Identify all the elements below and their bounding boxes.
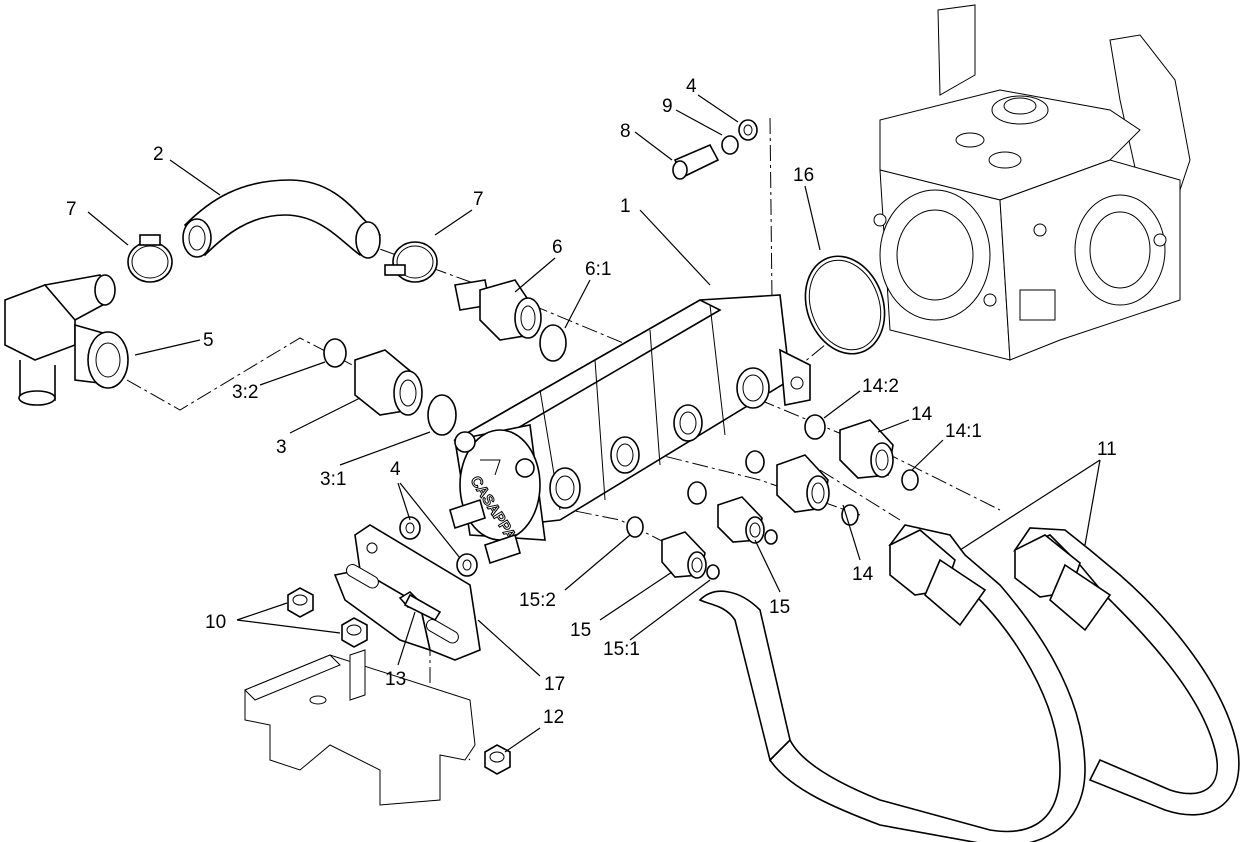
callout-8: 8 — [620, 121, 631, 142]
callout-12: 12 — [543, 707, 564, 728]
callout-7-right: 7 — [473, 189, 484, 210]
bracket-17 — [333, 524, 481, 661]
hose-clamp-7-right — [384, 241, 438, 283]
callout-1: 1 — [620, 196, 631, 217]
callout-3-2: 3:2 — [232, 382, 258, 403]
pump-housing — [873, 4, 1191, 361]
o-ring-3-1 — [427, 394, 457, 436]
lock-washer-9 — [721, 135, 739, 155]
bolt-8 — [672, 143, 720, 180]
fitting-3 — [354, 349, 423, 416]
callout-4-top: 4 — [686, 76, 697, 97]
callout-2: 2 — [153, 144, 164, 165]
fitting-15-upper — [717, 496, 765, 544]
callout-14-upper: 14 — [911, 404, 933, 425]
hose-clamp-7-left — [127, 234, 173, 283]
callout-labels: 1 2 3 3:1 3:2 4 4 5 6 6:1 7 7 8 9 10 11 … — [66, 76, 1117, 728]
callout-16: 16 — [793, 165, 814, 186]
bolt-13 — [398, 590, 442, 622]
callout-5: 5 — [203, 330, 214, 351]
hose-2 — [182, 179, 382, 259]
elbow-fitting-5 — [4, 274, 129, 406]
callout-3-1: 3:1 — [320, 469, 346, 490]
callout-9: 9 — [662, 96, 673, 117]
callout-14-lower: 14 — [852, 564, 874, 585]
o-ring-3-2 — [323, 338, 347, 368]
mounting-base — [244, 649, 476, 806]
callout-15-left: 15 — [570, 620, 591, 641]
callout-4-bracket: 4 — [390, 459, 401, 480]
fitting-14-lower — [776, 454, 830, 513]
callout-6-1: 6:1 — [585, 259, 611, 280]
o-ring-14-2 — [804, 414, 826, 440]
o-ring-15-2 — [626, 516, 644, 538]
o-ring-14-1 — [901, 469, 919, 491]
o-ring-6-1 — [539, 324, 567, 362]
callout-15-right: 15 — [769, 597, 790, 618]
fitting-15-lower — [661, 531, 707, 579]
nut-10-lower — [341, 617, 368, 648]
fitting-14-upper — [839, 419, 894, 479]
callout-10: 10 — [205, 612, 226, 633]
callout-15-2: 15:2 — [519, 590, 556, 611]
callout-6: 6 — [552, 237, 563, 258]
callout-17: 17 — [544, 674, 565, 695]
callout-7-left: 7 — [66, 199, 77, 220]
fitting-6 — [454, 279, 542, 341]
hose-11-right — [1012, 527, 1240, 816]
leader-lines — [87, 94, 1101, 753]
callout-3: 3 — [276, 437, 287, 458]
callout-14-2: 14:2 — [862, 376, 899, 397]
hose-11-left — [698, 524, 1086, 842]
gear-pump: CASAPPA — [449, 294, 811, 565]
callout-14-1: 14:1 — [945, 421, 982, 442]
nut-10-upper — [287, 587, 314, 618]
callout-13: 13 — [385, 669, 406, 690]
callout-11: 11 — [1097, 439, 1117, 460]
o-ring-15-1 — [706, 564, 720, 580]
nut-12 — [484, 744, 511, 775]
callout-15-1: 15:1 — [603, 639, 640, 660]
